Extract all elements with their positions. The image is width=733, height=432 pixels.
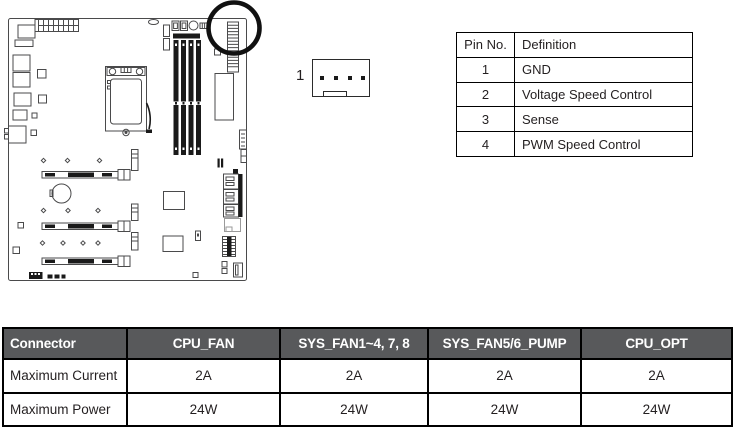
audio-chip <box>162 235 184 252</box>
pin-number-cell: 2 <box>456 81 515 108</box>
tiny-component <box>195 230 201 241</box>
pin-table-header-row: Pin No. Definition <box>456 32 693 58</box>
sys-fan-header-comb <box>214 21 239 73</box>
pin-definition-cell: Sense <box>514 106 693 133</box>
atx-power-connector <box>34 19 79 32</box>
mounting-oval <box>148 19 159 25</box>
fan-connector-drawing <box>312 59 370 97</box>
spec-value-cell: 24W <box>279 391 429 427</box>
definition-header: Definition <box>514 32 693 58</box>
spec-row-label: Maximum Power <box>2 391 128 427</box>
mounting-holes <box>39 157 103 246</box>
spec-value-cell: 24W <box>126 391 281 427</box>
pin1-label: 1 <box>296 67 305 84</box>
spec-table-row: Maximum Power 24W 24W 24W 24W <box>2 391 733 427</box>
dimm-latch-bar <box>173 33 200 39</box>
spec-table-header-row: Connector CPU_FAN SYS_FAN1~4, 7, 8 SYS_F… <box>2 327 733 360</box>
spec-table-row: Maximum Current 2A 2A 2A 2A <box>2 358 733 394</box>
m2-slot-area <box>214 73 234 121</box>
fan-pin-1 <box>320 76 324 80</box>
m2-connectors <box>131 149 139 251</box>
spec-value-cell: 2A <box>279 358 429 394</box>
pin-definition-table: Pin No. Definition 1 GND 2 Voltage Speed… <box>456 32 693 157</box>
cmos-battery <box>49 183 72 204</box>
spec-header-sys-fan: SYS_FAN1~4, 7, 8 <box>279 327 429 360</box>
highlight-circle <box>206 0 262 56</box>
spec-header-cpu-opt: CPU_OPT <box>580 327 733 360</box>
fan-pin-4 <box>361 76 365 80</box>
pin-definition-cell: GND <box>514 56 693 83</box>
rear-io-ports <box>4 24 47 144</box>
pin-definition-cell: PWM Speed Control <box>514 131 693 157</box>
pin-number-cell: 1 <box>456 56 515 83</box>
pcie-slot-2 <box>41 220 131 232</box>
spec-row-label: Maximum Current <box>2 358 128 394</box>
spec-value-cell: 2A <box>427 358 582 394</box>
pin-no-header: Pin No. <box>456 32 515 58</box>
pin-table-row: 2 Voltage Speed Control <box>456 81 693 108</box>
right-edge-connectors <box>217 158 243 278</box>
fan-connector-notch <box>323 91 347 96</box>
board-outline <box>8 18 247 281</box>
pin-table-row: 4 PWM Speed Control <box>456 131 693 157</box>
spec-value-cell: 24W <box>580 391 733 427</box>
fan-headers-small <box>163 24 170 51</box>
connector-spec-table: Connector CPU_FAN SYS_FAN1~4, 7, 8 SYS_F… <box>2 327 733 427</box>
dimm-slots <box>172 40 203 155</box>
spec-header-cpu-fan: CPU_FAN <box>126 327 281 360</box>
pin-table-row: 1 GND <box>456 56 693 83</box>
spec-header-connector: Connector <box>2 327 128 360</box>
bottom-edge-headers <box>29 272 199 279</box>
fan-pin-3 <box>348 76 352 80</box>
spec-value-cell: 2A <box>126 358 281 394</box>
chipset <box>163 191 185 210</box>
pin-table-row: 3 Sense <box>456 106 693 133</box>
pcie-slot-1 <box>41 169 131 181</box>
pin-number-cell: 4 <box>456 131 515 157</box>
small-connectors <box>171 20 208 31</box>
cpu-socket <box>105 66 152 137</box>
pin-number-cell: 3 <box>456 106 515 133</box>
spec-value-cell: 24W <box>427 391 582 427</box>
fan-pin-2 <box>334 76 338 80</box>
pin-definition-cell: Voltage Speed Control <box>514 81 693 108</box>
motherboard-diagram <box>4 0 262 281</box>
spec-value-cell: 2A <box>580 358 733 394</box>
spec-header-sys-fan-pump: SYS_FAN5/6_PUMP <box>427 327 582 360</box>
pcie-slot-3 <box>41 255 131 267</box>
